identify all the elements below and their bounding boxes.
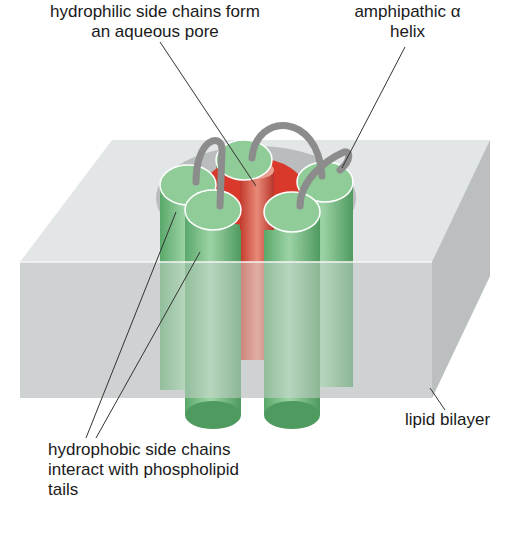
loop [300, 152, 349, 206]
helix-cap [185, 190, 241, 230]
connecting-loops [196, 125, 349, 206]
leader-line [430, 388, 445, 410]
leader-line [160, 42, 256, 186]
loop [252, 125, 322, 176]
leader-line [86, 212, 176, 438]
callout-label: lipid bilayer [405, 410, 515, 430]
lipid-bilayer [20, 140, 490, 398]
bilayer-overlay [20, 140, 490, 398]
leader-lines [86, 42, 445, 438]
bilayer-side-veil [432, 140, 490, 398]
bilayer-edge [20, 261, 432, 263]
helix-cap [264, 192, 320, 232]
bilayer-front [20, 262, 432, 398]
bilayer-side [432, 140, 490, 398]
helix-bottom [185, 401, 241, 429]
helix-caps [160, 140, 353, 232]
callout-label: hydrophobic side chains interact with ph… [48, 440, 263, 500]
leader-line [96, 252, 200, 438]
callout-label: hydrophilic side chains form an aqueous … [50, 2, 260, 42]
callout-label: amphipathic α helix [350, 2, 465, 42]
loop [196, 141, 222, 206]
leader-line [342, 47, 405, 168]
bilayer-front-veil [20, 262, 432, 398]
helix-bottom [264, 401, 320, 429]
